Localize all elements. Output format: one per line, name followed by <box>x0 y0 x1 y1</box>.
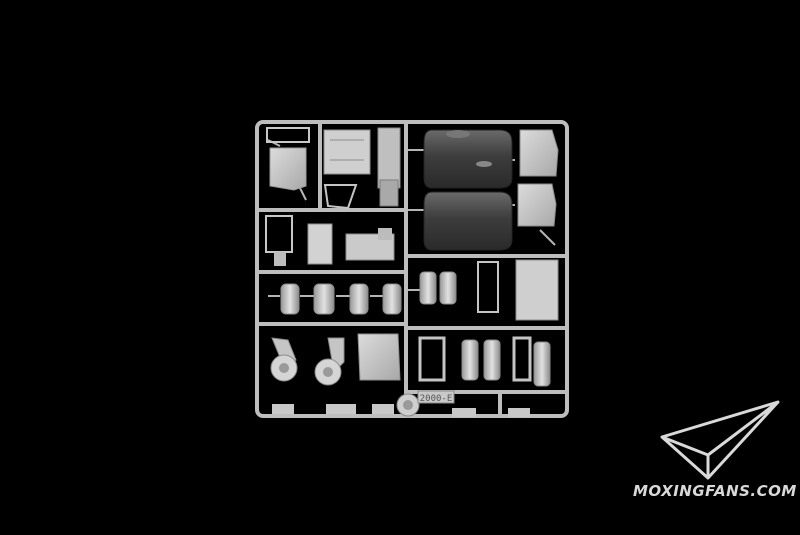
middle-left-parts <box>265 215 395 266</box>
upper-left-parts <box>266 127 401 210</box>
fuel-tanks <box>423 129 513 251</box>
part-number-tag <box>417 390 455 404</box>
right-plates <box>477 129 559 321</box>
paper-plane-logo <box>660 400 780 480</box>
watermark-text: MOXINGFANS.COM <box>633 482 797 500</box>
middle-right-cylinders <box>419 271 551 387</box>
lower-right-parts <box>396 336 532 417</box>
sprue-gates <box>267 139 556 297</box>
cylinder-row <box>280 283 402 315</box>
sprue-frame <box>255 120 569 418</box>
part-number-label: 2000-E <box>420 394 453 404</box>
lower-left-parts <box>270 333 401 414</box>
